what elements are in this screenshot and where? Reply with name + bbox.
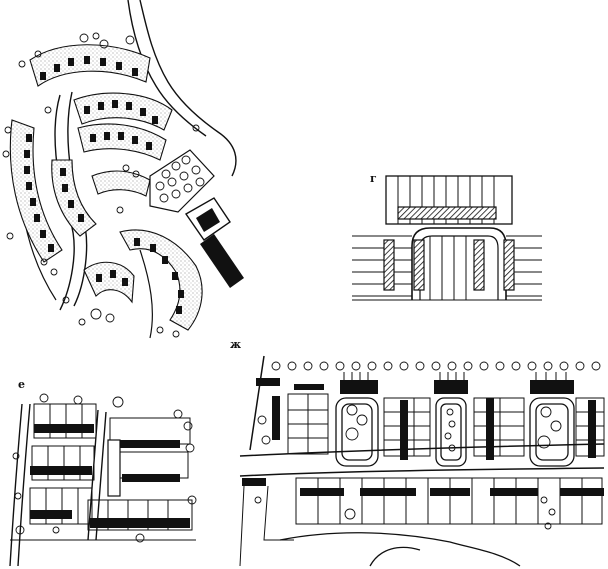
label-zh: ж	[230, 338, 241, 351]
terrace-row	[29, 44, 151, 87]
terrace-row	[91, 170, 151, 197]
terrace-row	[83, 261, 135, 304]
terrace-row	[77, 123, 167, 161]
terrace-row	[9, 119, 63, 263]
plan-zh-linear: ж	[230, 338, 605, 567]
plan-e-grid: е	[9, 378, 197, 567]
plan-curved-cluster	[2, 0, 244, 339]
plan-g-courtyard: г	[352, 172, 542, 301]
label-e: е	[18, 378, 25, 391]
central-building	[184, 197, 244, 288]
label-g: г	[370, 172, 377, 185]
terrace-row	[51, 159, 97, 237]
parking-lot	[149, 149, 215, 213]
